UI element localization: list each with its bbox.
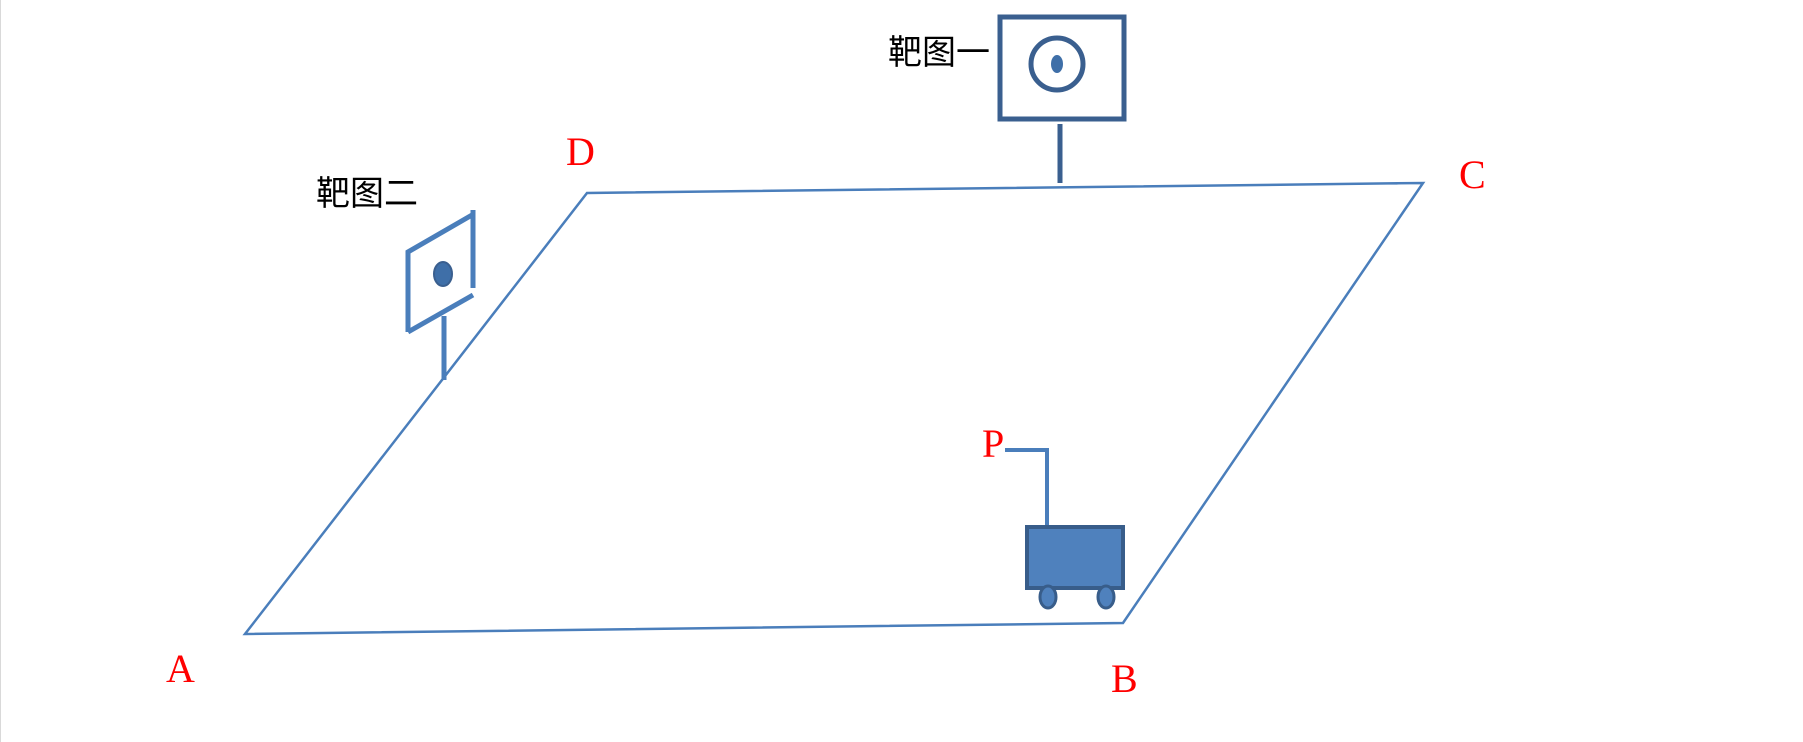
cart-label: P — [982, 421, 1004, 466]
target-one-board — [997, 14, 1127, 122]
cart-wheel-right — [1096, 584, 1116, 610]
cart-icon — [1025, 525, 1125, 590]
field-parallelogram — [242, 181, 1426, 636]
target-icon — [1028, 35, 1086, 93]
target-two-board-bottom — [406, 292, 475, 335]
cart-antenna — [1005, 448, 1049, 527]
vertex-label-c: C — [1459, 152, 1486, 197]
target-icon — [433, 261, 453, 287]
page-left-rule — [0, 0, 1, 742]
target-one-bullseye — [1051, 55, 1063, 73]
target-one: 靶图一 — [888, 14, 1127, 183]
cart: P — [982, 421, 1125, 610]
vertex-label-d: D — [566, 129, 595, 174]
cart-wheel-left — [1038, 584, 1058, 610]
target-two-board-left — [405, 212, 474, 332]
vertex-label-b: B — [1111, 656, 1138, 701]
target-two-label: 靶图二 — [316, 174, 418, 214]
target-one-label: 靶图一 — [888, 33, 990, 73]
vertex-label-a: A — [166, 646, 195, 691]
target-two: 靶图二 — [316, 174, 476, 380]
